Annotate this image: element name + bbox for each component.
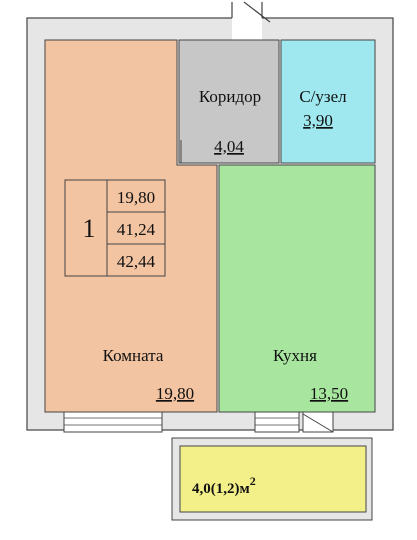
balcony — [171, 437, 373, 521]
balcony-area-value: 4,0(1,2)м — [192, 481, 250, 497]
balcony-door-leaf — [302, 413, 334, 433]
room-bathroom — [280, 39, 376, 164]
summary-total-with-balcony: 42,44 — [117, 252, 156, 271]
rooms-count: 1 — [83, 214, 96, 243]
bathroom-area: 3,90 — [303, 111, 333, 130]
room-kitchen — [218, 164, 376, 413]
summary-living-area: 19,80 — [117, 188, 155, 207]
entrance-gap — [232, 10, 262, 40]
summary-row-balcony — [106, 243, 166, 277]
entrance-door-leaf — [243, 1, 271, 23]
balcony-area-unit-sup: 2 — [250, 474, 256, 488]
windows — [63, 411, 334, 433]
room-labels: Коридор 4,04 С/узел 3,90 Комната 19,80 К… — [103, 87, 349, 497]
door-marks — [180, 118, 280, 166]
room-corridor — [178, 39, 280, 164]
bathroom-name: С/узел — [299, 87, 347, 106]
area-summary-table: 1 19,80 41,24 42,44 — [64, 179, 166, 277]
balcony-floor — [179, 445, 367, 513]
room-area: 19,80 — [156, 384, 194, 403]
kitchen-name: Кухня — [273, 346, 317, 365]
corridor-name: Коридор — [199, 87, 261, 106]
room-living — [44, 39, 218, 413]
corridor-area: 4,04 — [214, 137, 244, 156]
room-name: Комната — [103, 346, 164, 365]
rooms — [44, 39, 376, 413]
window-room — [63, 411, 163, 433]
summary-total-area: 41,24 — [117, 220, 156, 239]
balcony-area: 4,0(1,2)м2 — [192, 474, 256, 497]
kitchen-area: 13,50 — [310, 384, 348, 403]
window-kitchen — [254, 411, 300, 433]
